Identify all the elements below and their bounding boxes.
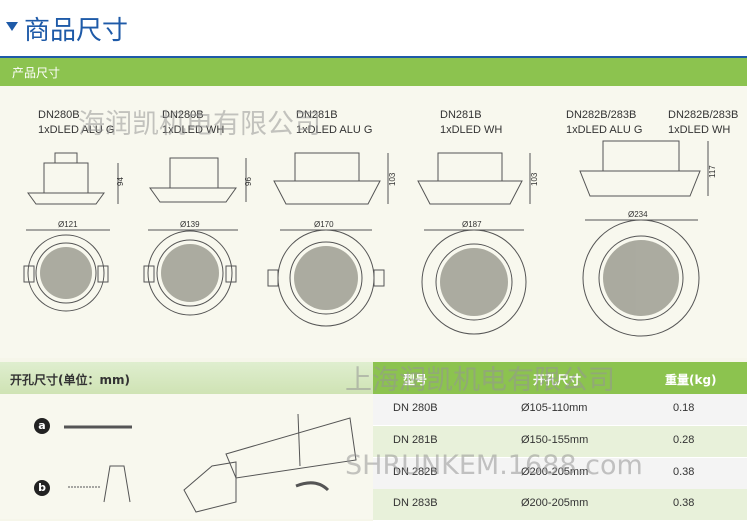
collapse-triangle-icon[interactable] bbox=[6, 22, 18, 31]
cell-model: DN 282B bbox=[393, 466, 438, 478]
cell-cutout: Ø150-155mm bbox=[521, 434, 589, 446]
page-title: 商品尺寸 bbox=[24, 16, 129, 46]
section-product-size-bar: 产品尺寸 bbox=[0, 58, 747, 86]
product-2-height: 96 bbox=[244, 177, 253, 186]
saw-hand bbox=[183, 461, 237, 513]
table-row: DN 282B Ø200-205mm 0.38 bbox=[373, 458, 747, 490]
cell-cutout: Ø105-110mm bbox=[521, 402, 588, 414]
col-header-cutout: 开孔尺寸 bbox=[533, 373, 582, 387]
product-drawings-panel: DN280B 1xDLED ALU G DN280B 1xDLED WH DN2… bbox=[0, 86, 747, 358]
ceiling-board bbox=[225, 417, 357, 479]
product-4-side-view bbox=[417, 152, 531, 205]
product-1-diameter: Ø121 bbox=[58, 220, 78, 229]
page-header: 商品尺寸 bbox=[0, 0, 747, 58]
product-2-top-view bbox=[143, 230, 237, 316]
col-header-model: 型号 bbox=[403, 373, 428, 387]
product-4-label: DN281B 1xDLED WH bbox=[440, 109, 503, 136]
product-5-diameter: Ø234 bbox=[628, 210, 648, 219]
product-3-top-view bbox=[267, 229, 385, 327]
spec-table-header: 型号 开孔尺寸 重量(kg) bbox=[373, 362, 747, 394]
product-3-height: 103 bbox=[388, 172, 397, 186]
product-1-top-view bbox=[23, 234, 109, 312]
section-product-size-title: 产品尺寸 bbox=[12, 66, 61, 80]
cell-model: DN 280B bbox=[393, 402, 438, 414]
product-2-label: DN280B 1xDLED WH bbox=[162, 109, 225, 136]
watermark-text-1: 海润凯机电有限公司 bbox=[78, 109, 321, 140]
product-1-height: 94 bbox=[116, 177, 125, 186]
product-5-side-view bbox=[579, 140, 709, 197]
product-5-label: DN282B/283B 1xDLED ALU G bbox=[566, 109, 643, 136]
cell-weight: 0.38 bbox=[673, 466, 695, 478]
cell-weight: 0.38 bbox=[673, 497, 695, 509]
cell-cutout: Ø200-205mm bbox=[521, 497, 589, 509]
product-2-side-view bbox=[149, 157, 247, 203]
spec-table: 型号 开孔尺寸 重量(kg) DN 280B Ø105-110mm 0.18 D… bbox=[373, 362, 747, 521]
product-1-label: DN280B 1xDLED ALU G bbox=[38, 109, 115, 136]
table-row: DN 281B Ø150-155mm 0.28 bbox=[373, 426, 747, 458]
col-header-weight: 重量(kg) bbox=[665, 373, 717, 387]
installation-illustration: a b bbox=[0, 394, 373, 519]
cell-model: DN 283B bbox=[393, 497, 438, 509]
installation-svg bbox=[64, 413, 357, 513]
product-1-side-view bbox=[27, 152, 119, 205]
cell-model: DN 281B bbox=[393, 434, 438, 446]
section-cutout-size-title: 开孔尺寸(单位：mm) bbox=[10, 373, 130, 387]
product-drawings-svg: 94 96 103 103 117 Ø121 Ø139 Ø170 Ø187 Ø2… bbox=[23, 140, 717, 337]
cell-cutout: Ø200-205mm bbox=[521, 466, 589, 478]
product-4-diameter: Ø187 bbox=[462, 220, 482, 229]
product-2-diameter: Ø139 bbox=[180, 220, 200, 229]
cell-weight: 0.28 bbox=[673, 434, 695, 446]
product-3-diameter: Ø170 bbox=[314, 220, 334, 229]
step-a-badge: a bbox=[34, 418, 50, 434]
watermark-text-2: 上海润凯机电有限公司 bbox=[345, 365, 615, 396]
table-row: DN 280B Ø105-110mm 0.18 bbox=[373, 394, 747, 426]
watermark-text-3: SHRUNKEM.1688.com bbox=[345, 450, 643, 481]
cell-weight: 0.18 bbox=[673, 402, 695, 414]
step-b-badge: b bbox=[34, 480, 50, 496]
product-3-side-view bbox=[273, 152, 389, 205]
rotate-arrow bbox=[295, 481, 330, 492]
product-6-label: DN282B/283B 1xDLED WH bbox=[668, 109, 739, 136]
product-5-height: 117 bbox=[708, 165, 717, 178]
table-row: DN 283B Ø200-205mm 0.38 bbox=[373, 489, 747, 521]
product-4-height: 103 bbox=[530, 172, 539, 186]
product-4-top-view bbox=[421, 229, 527, 335]
product-3-label: DN281B 1xDLED ALU G bbox=[296, 109, 373, 136]
product-5-top-view bbox=[582, 219, 700, 337]
cut-profile bbox=[103, 465, 131, 503]
saw-blade bbox=[297, 413, 301, 467]
